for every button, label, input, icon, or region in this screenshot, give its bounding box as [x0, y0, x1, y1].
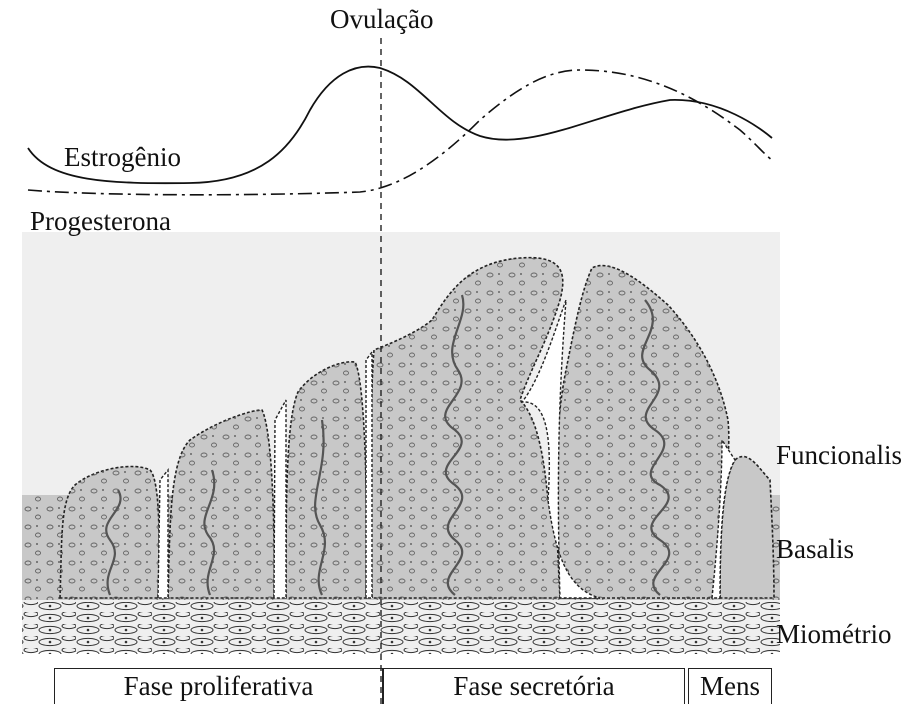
phase-secretory-label: Fase secretória — [453, 671, 614, 702]
progesterone-label: Progesterona — [30, 206, 171, 237]
phase-menstrual-label: Mens — [700, 671, 760, 702]
progesterone-curve — [28, 70, 772, 195]
phase-secretory: Fase secretória — [383, 668, 685, 704]
ovulation-label: Ovulação — [330, 4, 433, 35]
myometrium-label: Miométrio — [776, 619, 892, 650]
basalis-label: Basalis — [776, 534, 854, 565]
phase-proliferative-label: Fase proliferativa — [124, 671, 314, 702]
functionalis-label: Funcionalis — [776, 440, 902, 471]
myometrium-layer — [22, 602, 780, 654]
phase-menstrual: Mens — [688, 668, 772, 704]
phase-proliferative: Fase proliferativa — [54, 668, 383, 704]
estrogen-label: Estrogênio — [64, 142, 181, 173]
